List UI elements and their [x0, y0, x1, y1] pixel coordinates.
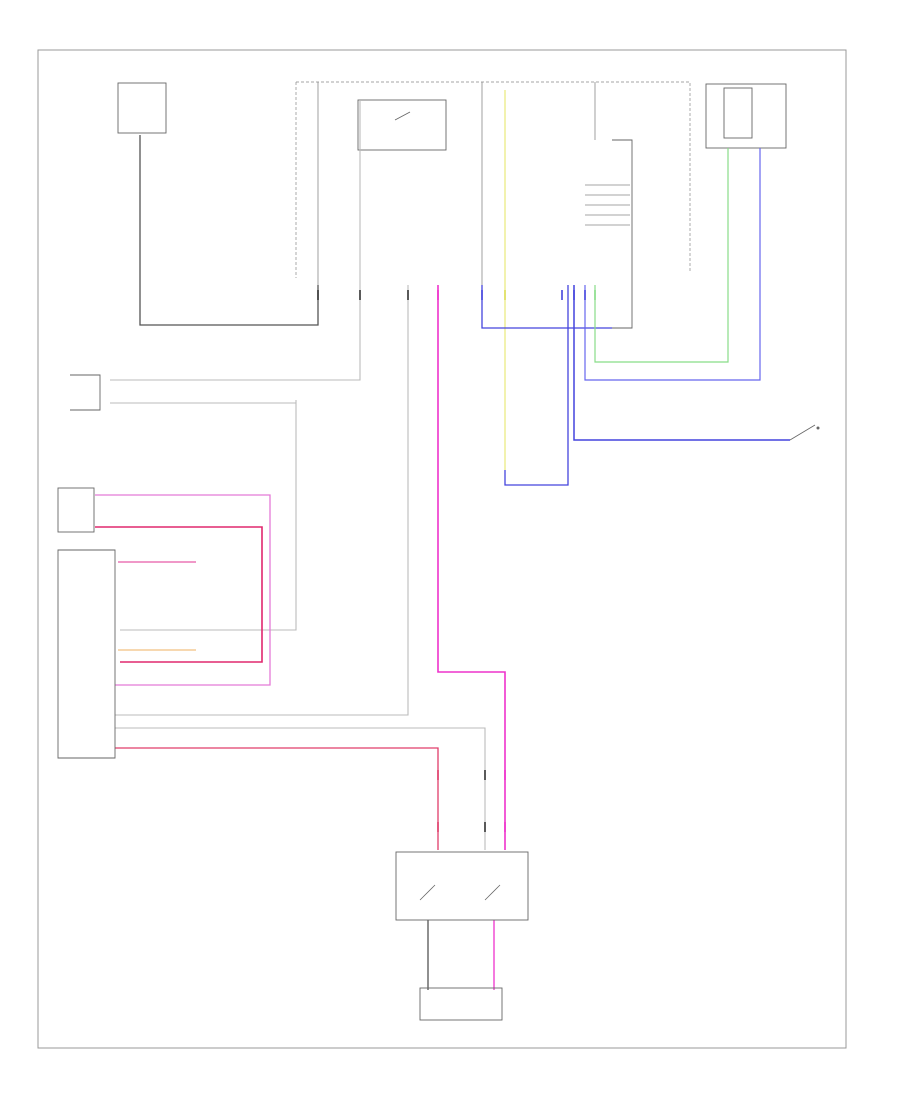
wire-gray-5	[115, 727, 486, 850]
wire-gray-1	[110, 100, 361, 381]
ecu-relay-group	[295, 81, 691, 278]
wire-magenta	[437, 285, 506, 850]
wire-black-left	[139, 135, 319, 326]
door-lock-ecu	[57, 549, 116, 759]
wire-red	[115, 747, 439, 850]
wire-pink-outer	[95, 494, 271, 686]
key-switch	[70, 374, 101, 411]
left-door-lock-switch	[789, 424, 820, 441]
wire-green	[594, 148, 729, 363]
wire-blue-1	[481, 285, 612, 329]
right-top-junction-box	[705, 83, 787, 149]
wire-blue-3	[573, 285, 790, 441]
connector-markers	[317, 290, 596, 832]
diagram-frame	[37, 49, 847, 1049]
wire-red-loop	[95, 526, 263, 663]
right-door-lock-switch	[395, 851, 529, 921]
wire-blue-4	[584, 148, 761, 381]
door-control-ecu	[585, 139, 633, 329]
right-door-lock-motor	[419, 987, 503, 1021]
wire-blue-2	[504, 285, 569, 486]
wire-gray-2	[120, 400, 297, 631]
left-top-junction-box	[117, 82, 167, 134]
left-door-lock-motor	[57, 487, 95, 533]
wire-gray-4	[115, 285, 409, 716]
